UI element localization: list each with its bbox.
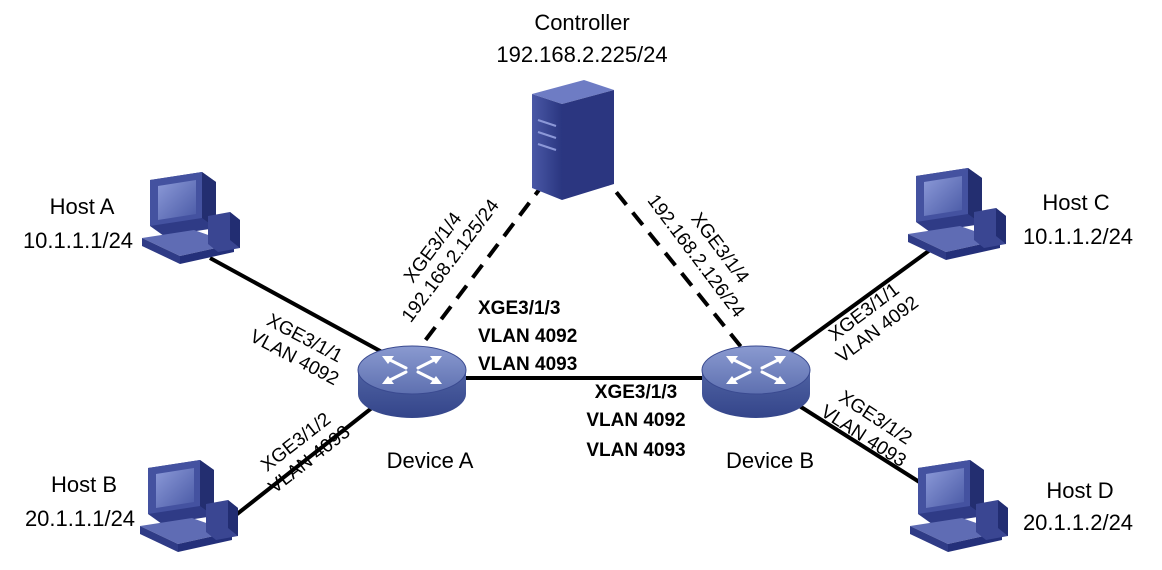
host-b-name: Host B xyxy=(51,472,117,497)
host-b-ip: 20.1.1.1/24 xyxy=(25,506,135,531)
device-a-vlan-to-device-b-2: VLAN 4093 xyxy=(478,354,577,375)
host-c-ip: 10.1.1.2/24 xyxy=(1023,224,1133,249)
computer-icon xyxy=(142,172,240,264)
device-a-vlan-to-device-b-1: VLAN 4092 xyxy=(478,326,577,347)
host-a-ip: 10.1.1.1/24 xyxy=(23,228,133,253)
controller-name: Controller xyxy=(534,10,629,35)
host-d-ip: 20.1.1.2/24 xyxy=(1023,510,1133,535)
switch-icon xyxy=(701,345,811,418)
link-controller-device-b xyxy=(598,170,744,350)
link-device-b-host-d xyxy=(788,398,934,492)
switch-icon xyxy=(357,345,467,418)
device-a-name: Device A xyxy=(387,448,474,473)
links xyxy=(209,170,934,520)
link-device-b-host-c xyxy=(788,248,932,354)
host-d-name: Host D xyxy=(1046,478,1113,503)
device-b-vlan-to-device-a-1: VLAN 4092 xyxy=(586,410,685,431)
link-host-a-device-a xyxy=(209,256,383,354)
server-icon xyxy=(532,80,614,200)
device-b-port-to-device-a: XGE3/1/3 xyxy=(595,382,677,403)
host-c-name: Host C xyxy=(1042,190,1109,215)
computer-icon xyxy=(140,460,238,552)
device-b-name: Device B xyxy=(726,448,814,473)
computer-icon xyxy=(910,460,1008,552)
computer-icon xyxy=(908,168,1006,260)
device-a-port-to-device-b: XGE3/1/3 xyxy=(478,298,560,319)
controller-ip: 192.168.2.225/24 xyxy=(496,42,667,67)
link-controller-device-a xyxy=(416,180,547,352)
device-b-vlan-to-device-a-2: VLAN 4093 xyxy=(586,440,685,461)
link-host-b-device-a xyxy=(230,398,384,520)
host-a-name: Host A xyxy=(50,194,115,219)
